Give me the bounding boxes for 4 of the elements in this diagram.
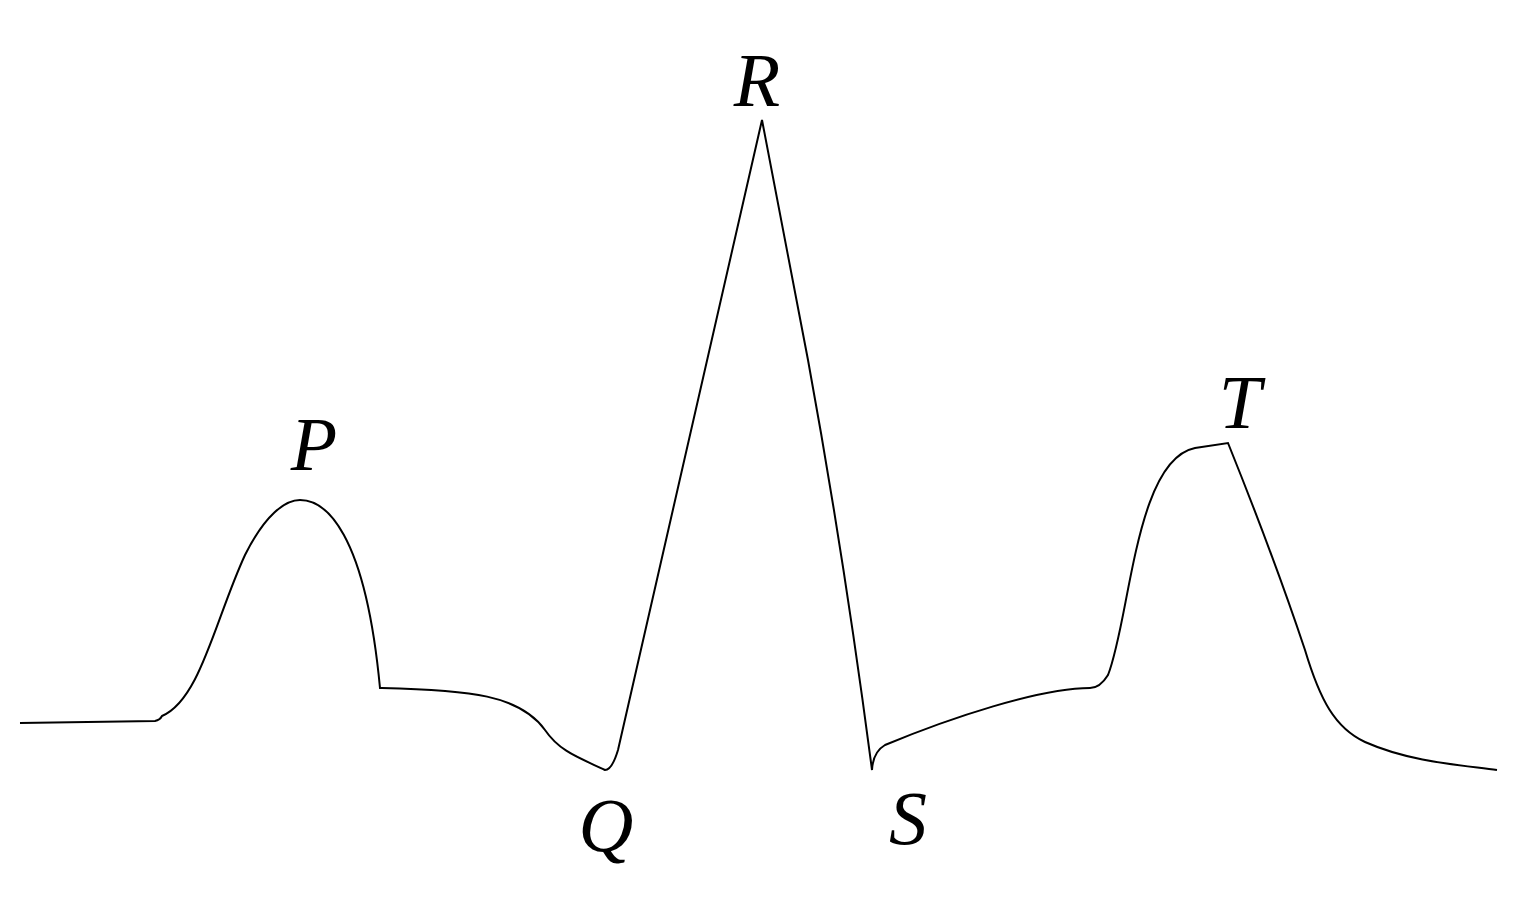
wave-label: R — [733, 42, 781, 118]
wave-label: S — [889, 780, 927, 856]
wave-label: Q — [578, 787, 634, 863]
wave-label: P — [290, 406, 338, 482]
